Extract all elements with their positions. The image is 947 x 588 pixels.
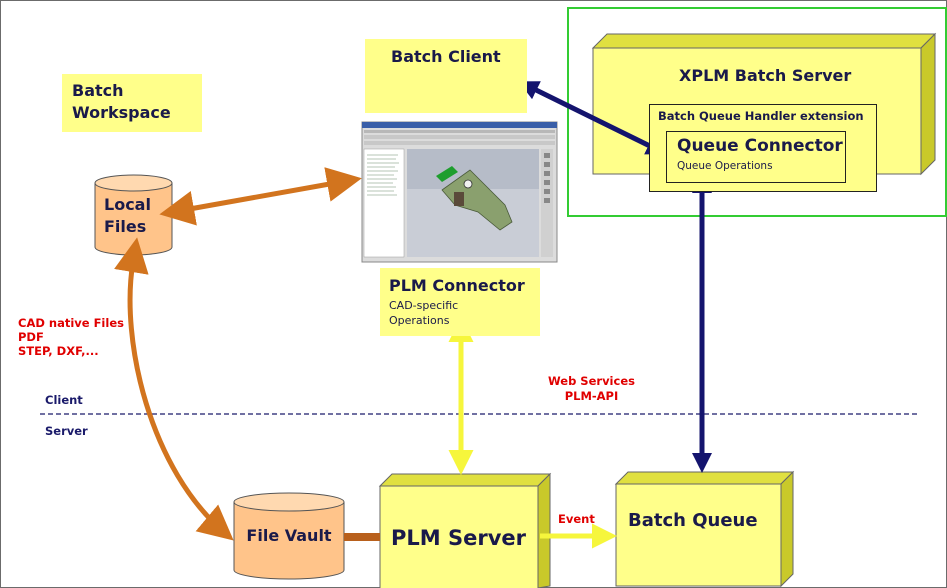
plm-connector-box: PLM Connector CAD-specific Operations [380, 268, 540, 336]
batch-client-label: Batch Client [391, 47, 501, 66]
server-label: Server [45, 424, 88, 438]
web-services-label: Web Services PLM-API [548, 374, 635, 403]
client-to-queue-connector-arrow [518, 81, 667, 155]
plm-connector-title: PLM Connector [389, 276, 525, 295]
batch-workspace-box: Batch Workspace [62, 74, 202, 132]
local-files-label: Local Files [104, 195, 151, 236]
plm-server-label: PLM Server [391, 526, 526, 550]
event-label: Event [558, 512, 595, 526]
local-files-cylinder [94, 174, 173, 256]
xplm-batch-server-label: XPLM Batch Server [679, 66, 852, 85]
plm-connector-subtitle: CAD-specific Operations [389, 299, 459, 327]
queue-connector-box: Queue Connector Queue Operations [666, 131, 846, 183]
batch-workspace-label: Batch Workspace [72, 81, 171, 122]
plm-server-box [378, 472, 552, 588]
queue-connector-subtitle: Queue Operations [677, 160, 773, 172]
local-files-to-vault-arrow [114, 237, 234, 541]
file-vault-cylinder [233, 492, 345, 580]
batch-queue-handler-label: Batch Queue Handler extension [658, 109, 864, 123]
cad-application-screenshot [361, 121, 558, 263]
file-vault-label: File Vault [246, 526, 332, 545]
queue-connector-title: Queue Connector [677, 136, 843, 156]
batch-queue-box [614, 470, 795, 588]
batch-client-box: Batch Client [365, 39, 527, 113]
cad-files-label: CAD native Files PDF STEP, DXF,... [18, 316, 124, 358]
client-label: Client [45, 393, 83, 407]
local-files-to-cad-arrow [159, 167, 362, 226]
batch-queue-label: Batch Queue [628, 510, 758, 531]
